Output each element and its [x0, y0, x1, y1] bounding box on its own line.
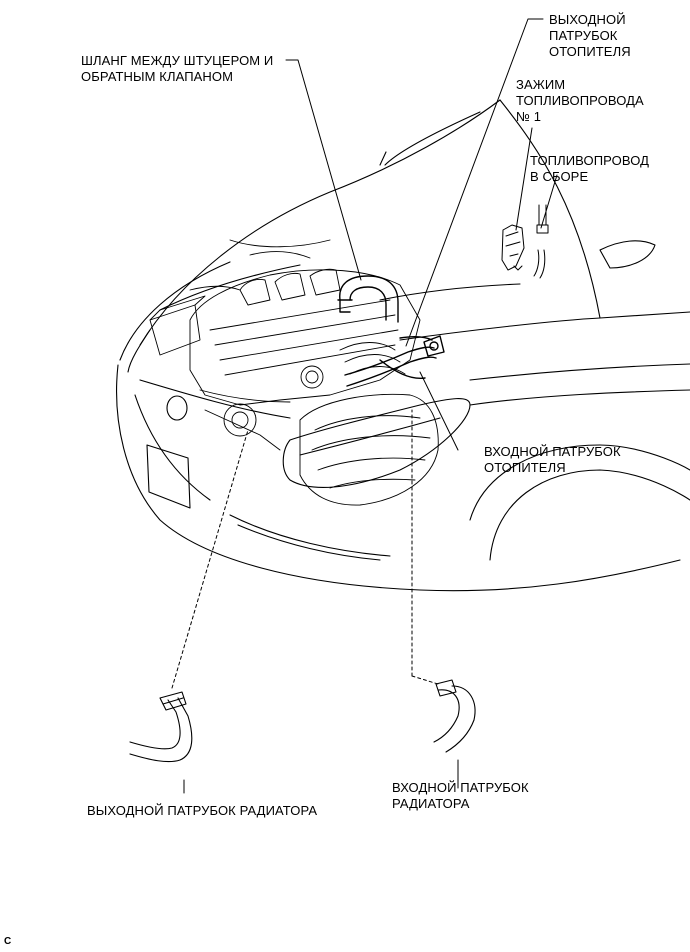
heater-hoses [344, 335, 445, 387]
dashed-leader-lines [171, 409, 439, 689]
label-fuel-tube-clamp-line-1: ЗАЖИМ [516, 77, 566, 92]
label-union-check-valve-hose-line-1: ШЛАНГ МЕЖДУ ШТУЦЕРОМ И [81, 53, 274, 68]
label-heater-outlet-line-1: ВЫХОДНОЙ [549, 12, 626, 27]
radiator-outlet-hose-part [129, 691, 193, 763]
label-union-check-valve-hose: ШЛАНГ МЕЖДУ ШТУЦЕРОМ И ОБРАТНЫМ КЛАПАНОМ [81, 53, 273, 85]
label-radiator-inlet: ВХОДНОЙ ПАТРУБОК РАДИАТОРА [392, 780, 529, 812]
vehicle-body-outline [116, 99, 690, 592]
label-heater-outlet-line-3: ОТОПИТЕЛЯ [549, 44, 631, 59]
label-fuel-tube-clamp-line-2: ТОПЛИВОПРОВОДА [516, 93, 644, 108]
label-fuel-tube-line-1: ТОПЛИВОПРОВОД [530, 153, 650, 168]
label-heater-outlet: ВЫХОДНОЙ ПАТРУБОК ОТОПИТЕЛЯ [549, 12, 631, 60]
radiator-inlet-hose-part [433, 679, 476, 753]
fuel-tube-clamp-part [501, 224, 525, 271]
label-heater-inlet-line-1: ВХОДНОЙ ПАТРУБОК [484, 444, 621, 459]
label-fuel-tube-clamp-line-3: № 1 [516, 109, 542, 124]
label-heater-outlet-line-2: ПАТРУБОК [549, 28, 618, 43]
label-heater-inlet-line-2: ОТОПИТЕЛЯ [484, 460, 566, 475]
label-radiator-outlet-line-1: ВЫХОДНОЙ ПАТРУБОК РАДИАТОРА [87, 803, 318, 818]
label-union-check-valve-hose-line-2: ОБРАТНЫМ КЛАПАНОМ [81, 69, 234, 84]
label-heater-inlet: ВХОДНОЙ ПАТРУБОК ОТОПИТЕЛЯ [484, 444, 621, 476]
label-fuel-tube-sub-assembly: ТОПЛИВОПРОВОД В СБОРЕ [530, 153, 649, 185]
figure-code: C [4, 936, 12, 947]
fuel-tube-sub-assembly-part [533, 204, 549, 279]
union-to-check-valve-hose [337, 275, 399, 323]
label-fuel-tube-line-2: В СБОРЕ [530, 169, 589, 184]
label-fuel-tube-clamp: ЗАЖИМ ТОПЛИВОПРОВОДА № 1 [516, 77, 644, 125]
leader-lines [183, 18, 558, 794]
label-radiator-outlet: ВЫХОДНОЙ ПАТРУБОК РАДИАТОРА [87, 803, 317, 819]
label-radiator-inlet-line-2: РАДИАТОРА [392, 796, 470, 811]
label-radiator-inlet-line-1: ВХОДНОЙ ПАТРУБОК [392, 780, 529, 795]
